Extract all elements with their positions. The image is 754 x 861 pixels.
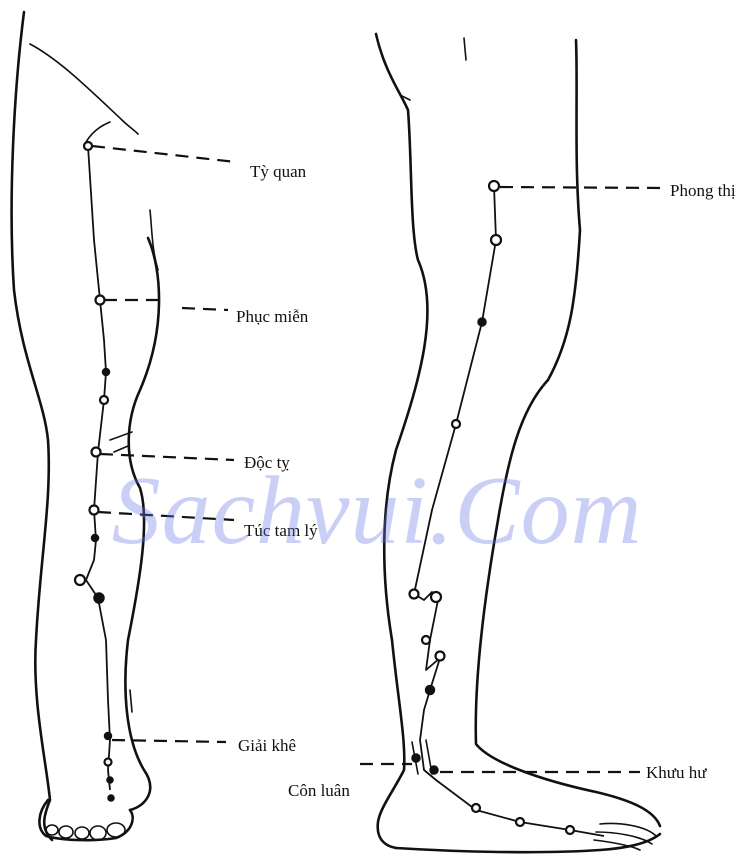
left-toe-2 xyxy=(59,826,73,838)
left-point-dot xyxy=(108,795,114,801)
point-doc-ty xyxy=(92,448,101,457)
right-point-ring xyxy=(436,652,445,661)
label-con-luan: Côn luân xyxy=(288,782,350,799)
point-con-luan xyxy=(412,754,420,762)
label-phuc-mien: Phục miễn xyxy=(236,308,308,325)
point-ty-quan xyxy=(84,142,92,150)
right-point-ring xyxy=(422,636,430,644)
right-point-ring xyxy=(491,235,501,245)
right-point-ring xyxy=(431,592,441,602)
right-leg-front-contour xyxy=(376,34,427,848)
right-leg-back-contour xyxy=(476,40,660,826)
watermark: Sachvui.Com xyxy=(0,462,754,560)
leader-phong-thi xyxy=(500,187,664,188)
right-foot xyxy=(396,740,660,852)
right-foot-sole xyxy=(396,834,660,852)
left-point-ring xyxy=(105,759,112,766)
right-point-ring xyxy=(452,420,460,428)
leader-ty-quan xyxy=(92,146,236,162)
left-toe-4 xyxy=(90,826,106,840)
leader-giai-khe xyxy=(112,740,226,742)
left-toe-5 xyxy=(107,823,125,837)
left-toe-3 xyxy=(75,827,89,839)
point-khuu-hu xyxy=(430,766,438,774)
point-phuc-mien xyxy=(96,296,105,305)
left-groin-line xyxy=(30,44,138,134)
left-leg xyxy=(12,12,236,840)
label-ty-quan: Tỳ quan xyxy=(250,163,306,180)
left-point-dot xyxy=(107,777,113,783)
leader-phuc-mien-b xyxy=(182,308,228,310)
right-point-ring xyxy=(516,818,524,826)
left-point-dot xyxy=(94,593,104,603)
right-point-ring xyxy=(410,590,419,599)
right-point-dot xyxy=(426,686,435,695)
right-point-dot xyxy=(478,318,486,326)
point-phong-thi xyxy=(489,181,499,191)
left-point-ring xyxy=(75,575,85,585)
right-thigh-line xyxy=(464,38,466,60)
left-leg-outer-contour xyxy=(12,12,52,840)
left-hip-crease xyxy=(86,122,110,142)
right-leg xyxy=(360,34,664,852)
right-point-ring xyxy=(472,804,480,812)
left-point-dot xyxy=(103,369,110,376)
left-toe-1 xyxy=(46,825,58,835)
left-foot xyxy=(39,800,132,840)
right-point-ring xyxy=(566,826,574,834)
right-toe-1 xyxy=(600,824,656,837)
point-giai-khe xyxy=(105,733,112,740)
label-khuu-hu: Khưu hư xyxy=(646,764,706,781)
left-shin-mark xyxy=(130,690,132,712)
label-giai-khe: Giải khê xyxy=(238,737,296,754)
label-phong-thi: Phong thị xyxy=(670,182,736,199)
left-point-ring xyxy=(100,396,108,404)
